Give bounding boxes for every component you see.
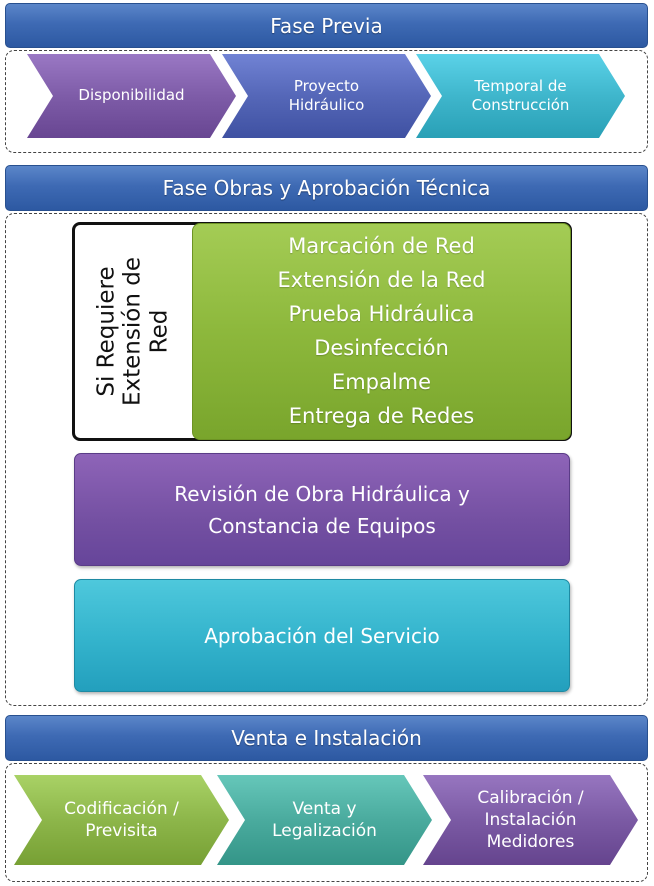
phase2-section [5, 213, 648, 706]
chevron-step [217, 775, 432, 865]
chevron-step-label: Disponibilidad [78, 86, 185, 105]
chevron-step-label: Codificación / Previsita [64, 798, 179, 841]
network-step: Empalme [331, 370, 432, 394]
network-extension-condition-label: Si Requiere Extensión de Red [93, 257, 173, 406]
network-step: Marcación de Red [288, 234, 475, 258]
phase2-header: Fase Obras y Aprobación Técnica [5, 165, 648, 211]
chevron-step [423, 775, 638, 865]
phase3-header: Venta e Instalación [5, 715, 648, 761]
phase3-section [5, 763, 648, 882]
chevron-shape [423, 775, 638, 865]
phase1-section [5, 50, 648, 153]
chevron-step-label: Proyecto Hidráulico [288, 76, 365, 115]
chevron-step [222, 54, 431, 138]
chevron-shape [222, 54, 431, 138]
phase3-title: Venta e Instalación [231, 726, 422, 750]
chevron-shape [217, 775, 432, 865]
chevron-step-label: Venta y Legalización [272, 798, 377, 841]
chevron-step [416, 54, 625, 138]
phase1-title: Fase Previa [270, 13, 383, 38]
chevron-shape [416, 54, 625, 138]
network-step: Entrega de Redes [288, 404, 475, 428]
network-step: Extensión de la Red [277, 268, 486, 292]
chevron-shape [14, 775, 229, 865]
chevron-step-label: Temporal de Construcción [471, 76, 570, 115]
review-box: Revisión de Obra Hidráulica y Constancia… [74, 453, 570, 566]
chevron-step [14, 775, 229, 865]
chevron-step [27, 54, 236, 138]
approval-box: Aprobación del Servicio [74, 579, 570, 692]
chevron-step-label: Calibración / Instalación Medidores [477, 787, 584, 853]
network-step: Prueba Hidráulica [288, 302, 475, 326]
chevron-shape [27, 54, 236, 138]
network-steps-box: Marcación de Red Extensión de la Red Pru… [192, 223, 571, 440]
phase2-title: Fase Obras y Aprobación Técnica [162, 176, 491, 200]
network-step: Desinfección [314, 336, 449, 360]
phase1-header: Fase Previa [5, 3, 648, 48]
